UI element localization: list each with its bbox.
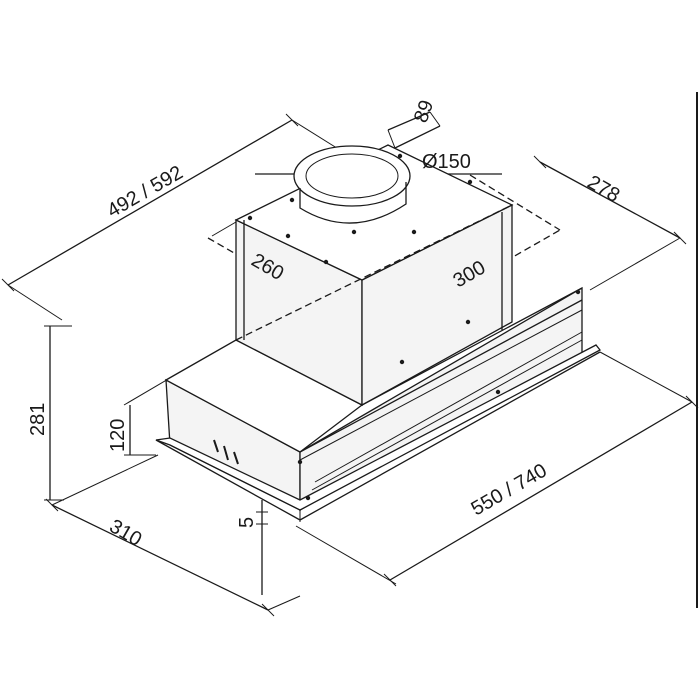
label-outlet-offset: 89 (410, 97, 438, 125)
label-depth-outer: 492 / 592 (104, 162, 187, 223)
label-width-base: 550 / 740 (468, 460, 551, 521)
hood-body (155, 144, 601, 522)
label-outlet-diameter: Ø150 (422, 151, 471, 173)
dimension-lines (1, 111, 699, 617)
label-lip: 5 (236, 517, 258, 528)
label-height-total: 281 (27, 403, 49, 436)
label-depth-base: 310 (106, 515, 146, 551)
label-height-body: 120 (107, 419, 129, 452)
label-depth-right: 278 (584, 171, 624, 207)
